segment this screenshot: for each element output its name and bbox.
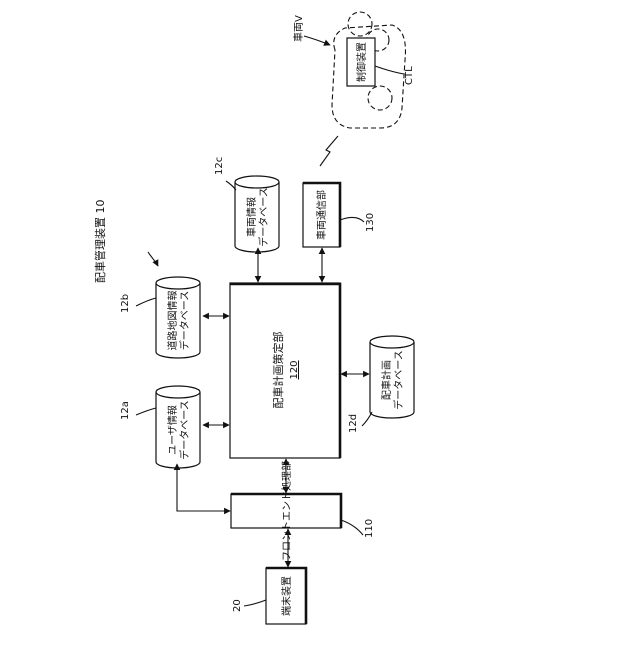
vehicle-db-top xyxy=(235,176,279,188)
frontend-unit: フロントエンド処理部 110 xyxy=(231,461,375,561)
road-db-top xyxy=(156,277,200,289)
arrow-user-db-frontend xyxy=(177,464,230,511)
wireless-link-icon xyxy=(320,136,338,166)
user-db-cylinder: ユーザ情報データベース 12a xyxy=(120,386,200,468)
frontend-ref: 110 xyxy=(364,519,375,538)
vehicle-label-leader xyxy=(304,36,330,45)
plan-db-label-line2: データベース xyxy=(392,350,405,410)
frontend-ref-leader xyxy=(341,520,363,535)
terminal-device: 端末装置 20 xyxy=(232,568,306,624)
road-db-label-line2: データベース xyxy=(178,291,191,351)
vehicle-wheel-icon xyxy=(368,86,392,110)
plan-db-cylinder: 配車計画データベース 12d xyxy=(348,336,414,433)
vehicle-label: 車両V xyxy=(292,15,305,42)
plan-db-label-line1: 配車計画 xyxy=(380,360,393,400)
vehicle-ctl-leader xyxy=(375,66,404,74)
vehicle-comm-label: 車両通信部 xyxy=(315,190,328,240)
road-db-cylinder: 道路地図情報データベース 12b xyxy=(120,277,200,358)
road-db-ref: 12b xyxy=(120,294,131,313)
vehicle-db-cylinder: 車両情報データベース 12c xyxy=(214,157,279,252)
user-db-ref-leader xyxy=(136,408,156,415)
vehicle-ctl-ref: CTL xyxy=(404,66,415,85)
terminal-label: 端末装置 xyxy=(280,576,293,616)
system-label: 配車管理装置 10 xyxy=(93,200,107,284)
plan-db-ref: 12d xyxy=(348,414,359,433)
user-db-ref: 12a xyxy=(120,401,131,420)
vehicle-comm-unit: 車両通信部 130 xyxy=(303,183,376,247)
dispatch-plan-label: 配車計画策定部 xyxy=(271,332,285,409)
vehicle-controller-label: 制御装置 xyxy=(355,42,368,82)
plan-db-ref-leader xyxy=(362,412,372,426)
road-db-ref-leader xyxy=(136,298,156,306)
system-leader xyxy=(148,252,158,266)
vehicle-db-ref: 12c xyxy=(214,157,225,175)
vehicle-db-label-line2: データベース xyxy=(257,187,270,247)
terminal-ref-leader xyxy=(244,600,266,606)
vehicle-comm-ref-leader xyxy=(340,217,364,222)
user-db-label-line2: データベース xyxy=(178,400,191,460)
vehicle-wheel-icon xyxy=(348,12,372,36)
system-label-group: 配車管理装置 10 xyxy=(93,200,158,284)
plan-db-top xyxy=(370,336,414,348)
vehicle: 制御装置 車両V CTL xyxy=(292,12,415,128)
vehicle-db-label-line1: 車両情報 xyxy=(245,197,258,237)
vehicle-comm-ref: 130 xyxy=(365,213,376,232)
user-db-label-line1: ユーザ情報 xyxy=(166,405,179,455)
dispatch-plan-unit: 配車計画策定部 120 xyxy=(230,283,340,458)
road-db-label-line1: 道路地図情報 xyxy=(166,291,179,351)
dispatch-plan-ref: 120 xyxy=(289,360,300,379)
user-db-top xyxy=(156,386,200,398)
terminal-ref: 20 xyxy=(232,599,243,612)
